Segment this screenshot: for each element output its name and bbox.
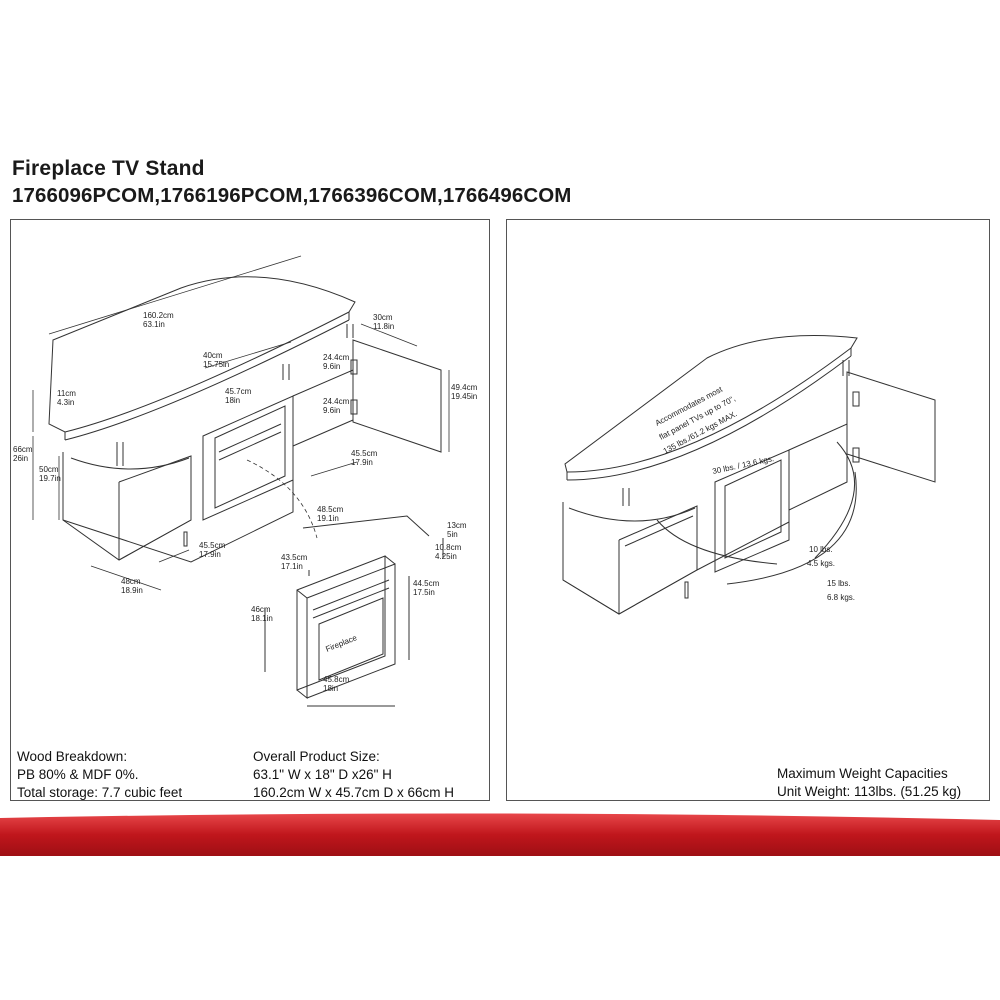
top-shelf-outline xyxy=(48,276,356,433)
size-heading: Overall Product Size: xyxy=(253,749,380,764)
dimension-label-cm: 40cm xyxy=(203,351,223,360)
dimension-drawing: 160.2cm63.1in40cm15.75in45.7cm18in30cm11… xyxy=(13,255,478,707)
dimension-label-cm: 44.5cm xyxy=(413,579,440,588)
dimension-label-in: 19.7in xyxy=(39,474,61,483)
dimension-label-cm: 45.5cm xyxy=(199,541,226,550)
dimension-label-in: 15.75in xyxy=(203,360,229,369)
dimension-label-in: 4.3in xyxy=(57,398,74,407)
dimension-label-cm: 45.5cm xyxy=(351,449,378,458)
dimension-label-in: 18in xyxy=(323,684,338,693)
product-title: Fireplace TV Stand xyxy=(12,157,205,180)
dimension-label-cm: 49.4cm xyxy=(451,383,478,392)
top-shelf-capacity: 30 lbs. / 13.6 kgs. xyxy=(712,454,775,476)
dimension-label-in: 18.1in xyxy=(251,614,273,623)
dimension-label-cm: 48cm xyxy=(121,577,141,586)
capacity-heading: Maximum Weight Capacities xyxy=(777,766,948,781)
dimension-label-in: 5in xyxy=(447,530,458,539)
dimension-label-cm: 50cm xyxy=(39,465,59,474)
capacity-note: Maximum Weight Capacities Unit Weight: 1… xyxy=(777,765,961,801)
shelf-capacity-1-kgs: 4.5 kgs. xyxy=(807,559,835,568)
dimension-label-cm: 13cm xyxy=(447,521,467,530)
dimension-label-cm: 45.7cm xyxy=(225,387,252,396)
dimension-label-cm: 160.2cm xyxy=(143,311,174,320)
model-numbers: 1766096PCOM,1766196PCOM,1766396COM,17664… xyxy=(12,184,572,207)
shelf-capacity-1-lbs: 10 lbs. xyxy=(809,545,833,554)
dimension-label-cm: 24.4cm xyxy=(323,353,350,362)
open-door xyxy=(352,339,442,453)
dimension-label-in: 26in xyxy=(13,454,28,463)
dimension-label-in: 18in xyxy=(225,396,240,405)
wood-breakdown-note: Wood Breakdown: PB 80% & MDF 0%. Total s… xyxy=(17,748,182,802)
size-cm: 160.2cm W x 45.7cm D x 66cm H xyxy=(253,785,455,800)
dimension-label-cm: 45.8cm xyxy=(323,675,350,684)
dimension-label-in: 17.5in xyxy=(413,588,435,597)
wood-line-2: PB 80% & MDF 0%. xyxy=(17,767,139,782)
dimension-label-cm: 48.5cm xyxy=(317,505,344,514)
dimension-label-in: 9.6in xyxy=(323,406,340,415)
dimension-label-in: 4.25in xyxy=(435,552,457,561)
size-inches: 63.1" W x 18" D x26" H xyxy=(253,767,392,782)
dimension-label-in: 19.1in xyxy=(317,514,339,523)
shelf-capacity-2-kgs: 6.8 kgs. xyxy=(827,593,855,602)
dimension-label-in: 18.9in xyxy=(121,586,143,595)
dimension-label-in: 17.9in xyxy=(351,458,373,467)
dimension-label-cm: 30cm xyxy=(373,313,393,322)
storage-line: Total storage: 7.7 cubic feet xyxy=(17,785,183,800)
dimension-label-cm: 24.4cm xyxy=(323,397,350,406)
dimension-label-cm: 43.5cm xyxy=(281,553,308,562)
dimension-label-cm: 46cm xyxy=(251,605,271,614)
dimension-label-in: 9.6in xyxy=(323,362,340,371)
dimension-label-in: 17.9in xyxy=(199,550,221,559)
dimension-label-in: 19.45in xyxy=(451,392,477,401)
dimension-label-in: 17.1in xyxy=(281,562,303,571)
dimension-label-in: 11.8in xyxy=(373,322,394,331)
wood-line-1: Wood Breakdown: xyxy=(17,749,128,764)
red-footer-band xyxy=(0,813,1000,856)
dimension-label-cm: 66cm xyxy=(13,445,33,454)
overall-size-note: Overall Product Size: 63.1" W x 18" D x2… xyxy=(253,748,454,802)
dimension-label-cm: 11cm xyxy=(57,389,76,398)
dimension-label-cm: 10.8cm xyxy=(435,543,462,552)
unit-weight: Unit Weight: 113lbs. (51.25 kg) xyxy=(777,784,962,799)
fireplace-insert xyxy=(264,515,444,707)
dimension-label-in: 63.1in xyxy=(143,320,165,329)
right-open-door xyxy=(846,371,936,483)
fireplace-label: Fireplace xyxy=(324,633,358,654)
shelf-capacity-2-lbs: 15 lbs. xyxy=(827,579,851,588)
